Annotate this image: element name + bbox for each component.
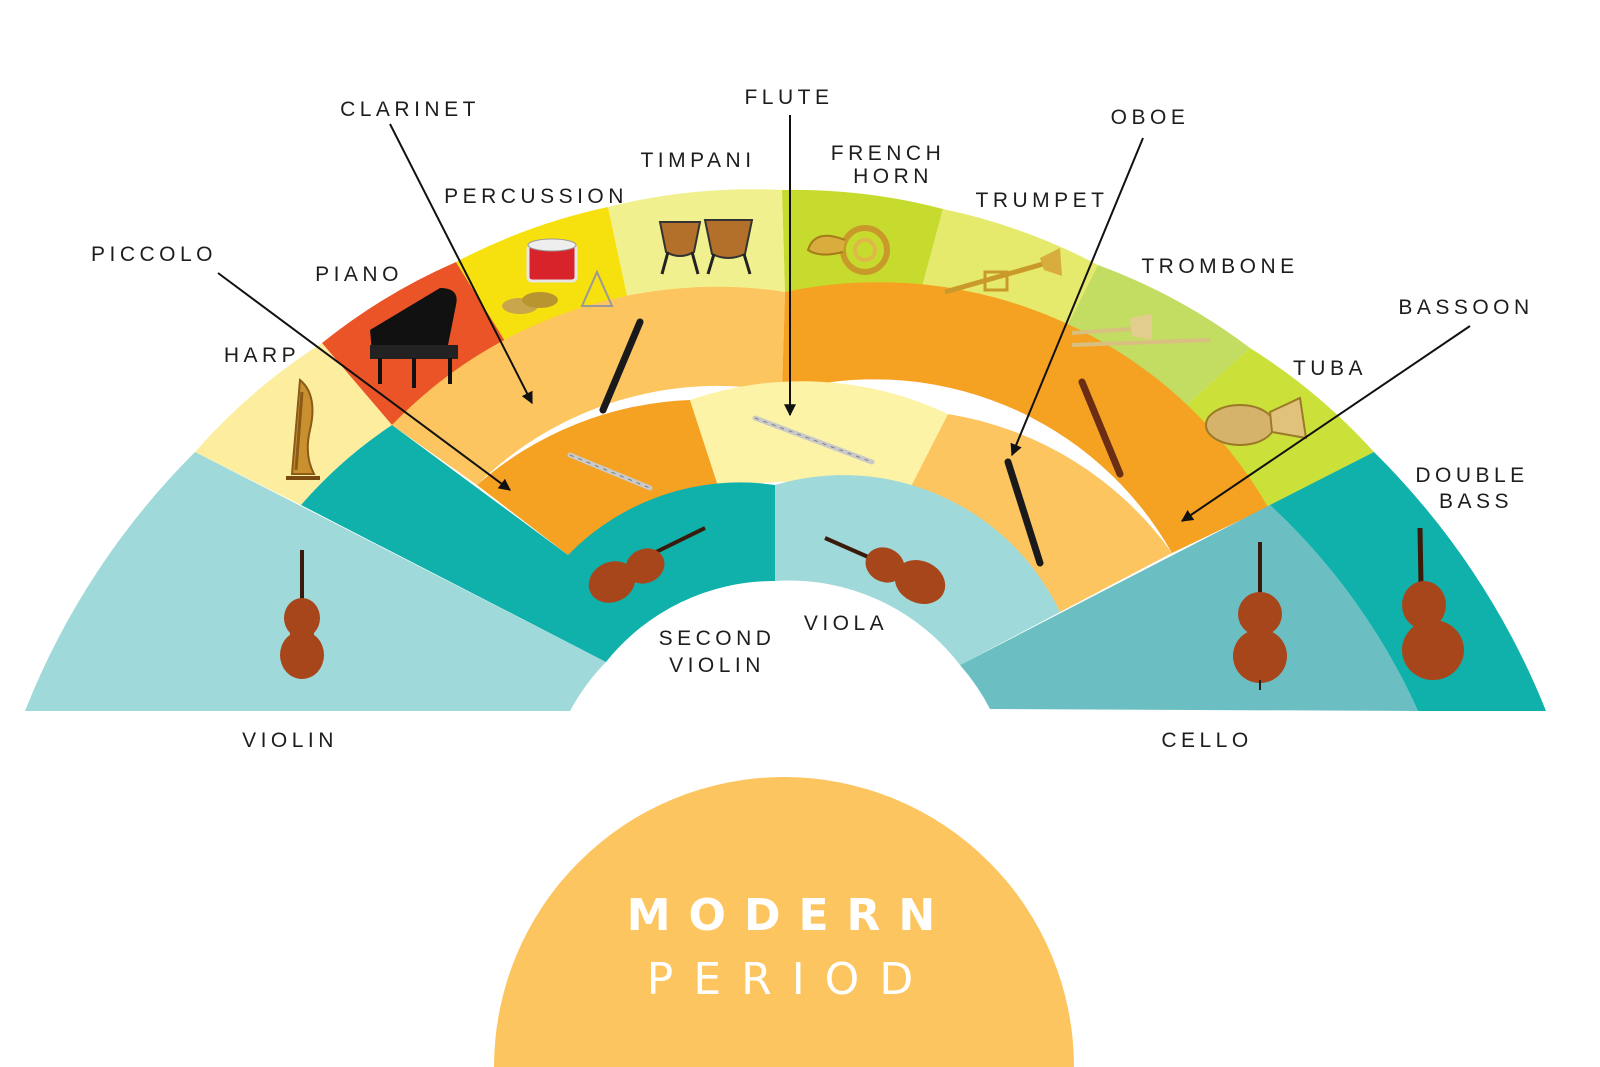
- oboe-bassoon-back-section: [782, 282, 1268, 553]
- label-trombone: TROMBONE: [1141, 255, 1298, 278]
- trumpet-icon: [944, 248, 1062, 295]
- violin-section: [25, 452, 606, 711]
- piccolo-leader-line: [217, 272, 511, 491]
- label-violin: VIOLIN: [242, 729, 338, 752]
- label-tuba: TUBA: [1293, 357, 1367, 380]
- grand-piano-icon: [370, 288, 458, 388]
- label-timpani: TIMPANI: [640, 149, 755, 172]
- double-bass-section: [1270, 452, 1546, 711]
- label-second-violin: VIOLIN: [669, 654, 765, 677]
- label-percussion: PERCUSSION: [444, 185, 628, 208]
- label-piano: PIANO: [315, 263, 403, 286]
- label-piccolo: PICCOLO: [91, 243, 217, 266]
- oboe-leader-line: [1010, 137, 1144, 457]
- harp-section: [195, 343, 392, 505]
- label-double: DOUBLE: [1415, 464, 1528, 487]
- label-oboe: OBOE: [1111, 106, 1190, 129]
- clarinet-icon: [599, 318, 644, 414]
- conductor-podium: [494, 777, 1074, 1067]
- flute-icon: [752, 415, 875, 465]
- label-french: FRENCH: [831, 142, 946, 165]
- label-clarinet: CLARINET: [340, 98, 480, 121]
- label-trumpet: TRUMPET: [976, 189, 1109, 212]
- label-viola: VIOLA: [804, 612, 888, 635]
- percussion-icon: [502, 238, 614, 314]
- clarinet-leader-line: [389, 123, 533, 405]
- second-violin-section: [301, 425, 775, 662]
- piccolo-section: [477, 400, 720, 555]
- label-horn: HORN: [853, 165, 933, 188]
- timpani-icon: [658, 219, 754, 275]
- piccolo-icon: [567, 452, 653, 491]
- cello-section: [960, 505, 1418, 711]
- trombone-icon: [1071, 314, 1211, 347]
- second-violin-icon: [588, 526, 706, 603]
- label-harp: HARP: [224, 344, 300, 367]
- viola-icon: [824, 536, 946, 604]
- oboe-icon: [1004, 458, 1044, 567]
- title-line-2: PERIOD: [647, 954, 933, 1005]
- label-bass: BASS: [1439, 490, 1513, 513]
- label-bassoon: BASSOON: [1398, 296, 1533, 319]
- label-cello: CELLO: [1161, 729, 1252, 752]
- bassoon-icon: [1078, 378, 1124, 478]
- harp-icon: [286, 378, 320, 480]
- double-bass-icon: [1402, 527, 1464, 680]
- cello-icon: [1233, 542, 1287, 690]
- french-horn-icon: [806, 225, 890, 275]
- oboe-section: [900, 414, 1172, 612]
- clarinet-section: [392, 286, 785, 485]
- timpani-section: [608, 189, 785, 300]
- label-second: SECOND: [659, 627, 776, 650]
- title-line-1: MODERN: [627, 890, 953, 941]
- label-flute: FLUTE: [744, 86, 833, 109]
- bassoon-leader-line: [1181, 325, 1471, 522]
- violin-icon: [280, 550, 324, 679]
- french-horn-section: [782, 189, 943, 302]
